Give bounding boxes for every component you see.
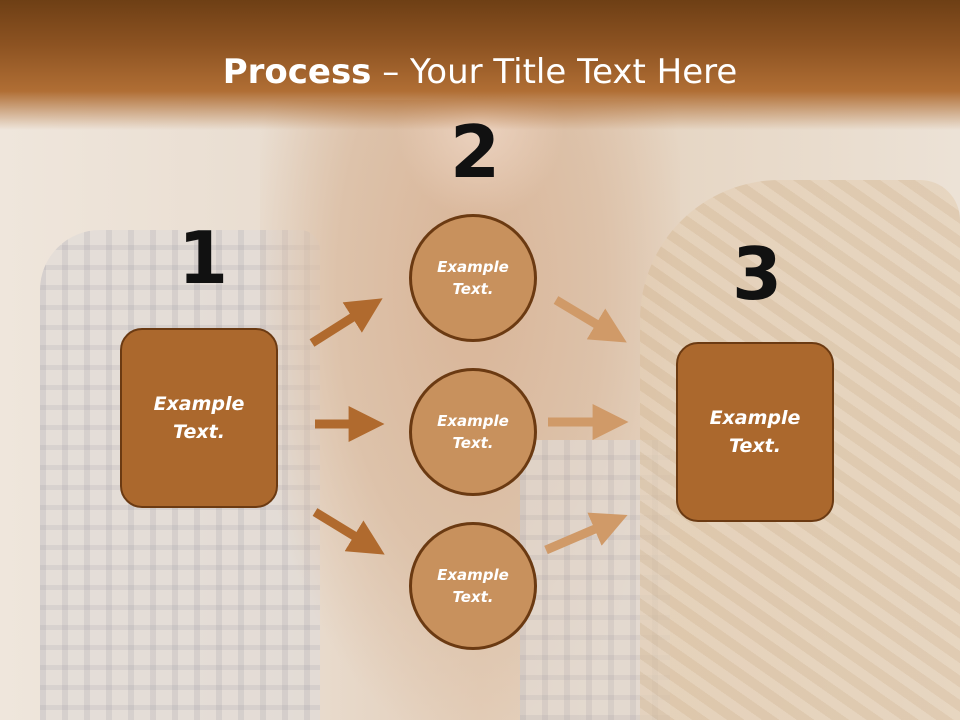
title-bold: Process xyxy=(222,52,372,92)
step-1-text-line1: Example xyxy=(153,392,245,415)
step-number-3: 3 xyxy=(732,232,783,316)
arrow-1-to-bottom xyxy=(312,508,385,555)
arrow-bottom-to-3 xyxy=(544,512,628,555)
circle-bottom-line2: Text. xyxy=(452,588,494,606)
step-3-text-line2: Text. xyxy=(729,435,781,457)
title-rest: – Your Title Text Here xyxy=(371,52,738,92)
step-number-2: 2 xyxy=(450,110,501,194)
arrow-top-to-3 xyxy=(553,296,627,343)
step-1-text-line2: Text. xyxy=(173,421,225,443)
step-1-box[interactable]: Example Text. xyxy=(120,328,278,508)
circle-middle[interactable]: Example Text. xyxy=(409,368,537,496)
circle-middle-line1: Example xyxy=(437,411,509,430)
arrow-1-to-top xyxy=(309,298,383,347)
circle-top-line1: Example xyxy=(437,257,509,276)
step-3-text-line1: Example xyxy=(709,406,801,429)
slide-title[interactable]: Process – Your Title Text Here xyxy=(0,52,960,92)
circle-top-line2: Text. xyxy=(452,280,494,298)
step-3-box[interactable]: Example Text. xyxy=(676,342,834,522)
circle-middle-line2: Text. xyxy=(452,434,494,452)
circle-bottom[interactable]: Example Text. xyxy=(409,522,537,650)
circle-top[interactable]: Example Text. xyxy=(409,214,537,342)
title-banner xyxy=(0,0,960,130)
step-number-1: 1 xyxy=(178,216,229,300)
circle-bottom-line1: Example xyxy=(437,565,509,584)
